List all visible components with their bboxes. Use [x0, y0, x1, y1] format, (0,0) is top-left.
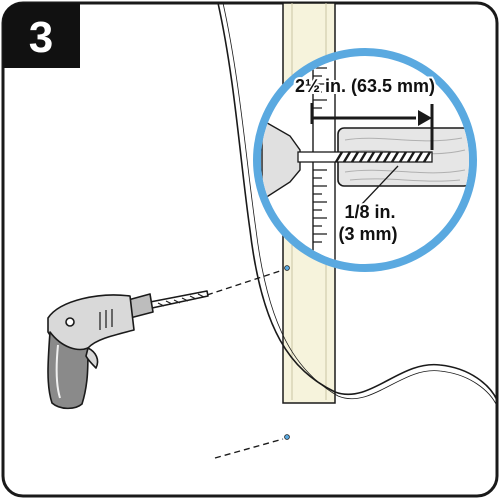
drill-path-upper [206, 269, 284, 296]
drill-path-lower [214, 438, 284, 459]
diameter-label-line2: (3 mm) [338, 224, 397, 244]
step-number: 3 [29, 13, 53, 62]
depth-label: 2½ in. (63.5 mm) [295, 76, 435, 96]
zoom-callout: 2½ in. (63.5 mm) 1/8 in. (3 mm) [253, 48, 477, 272]
depth-arrow [310, 103, 434, 150]
diameter-leader [361, 165, 399, 205]
power-drill-icon [47, 290, 209, 410]
pilot-hole-lower [284, 434, 290, 440]
pilot-hole-marks [206, 265, 290, 459]
diameter-label-line1: 1/8 in. [344, 202, 395, 222]
pilot-hole-upper [284, 265, 290, 271]
step-badge: 3 [3, 3, 80, 68]
callout-drill-bit [297, 151, 433, 163]
sheet-curve [217, 2, 498, 407]
